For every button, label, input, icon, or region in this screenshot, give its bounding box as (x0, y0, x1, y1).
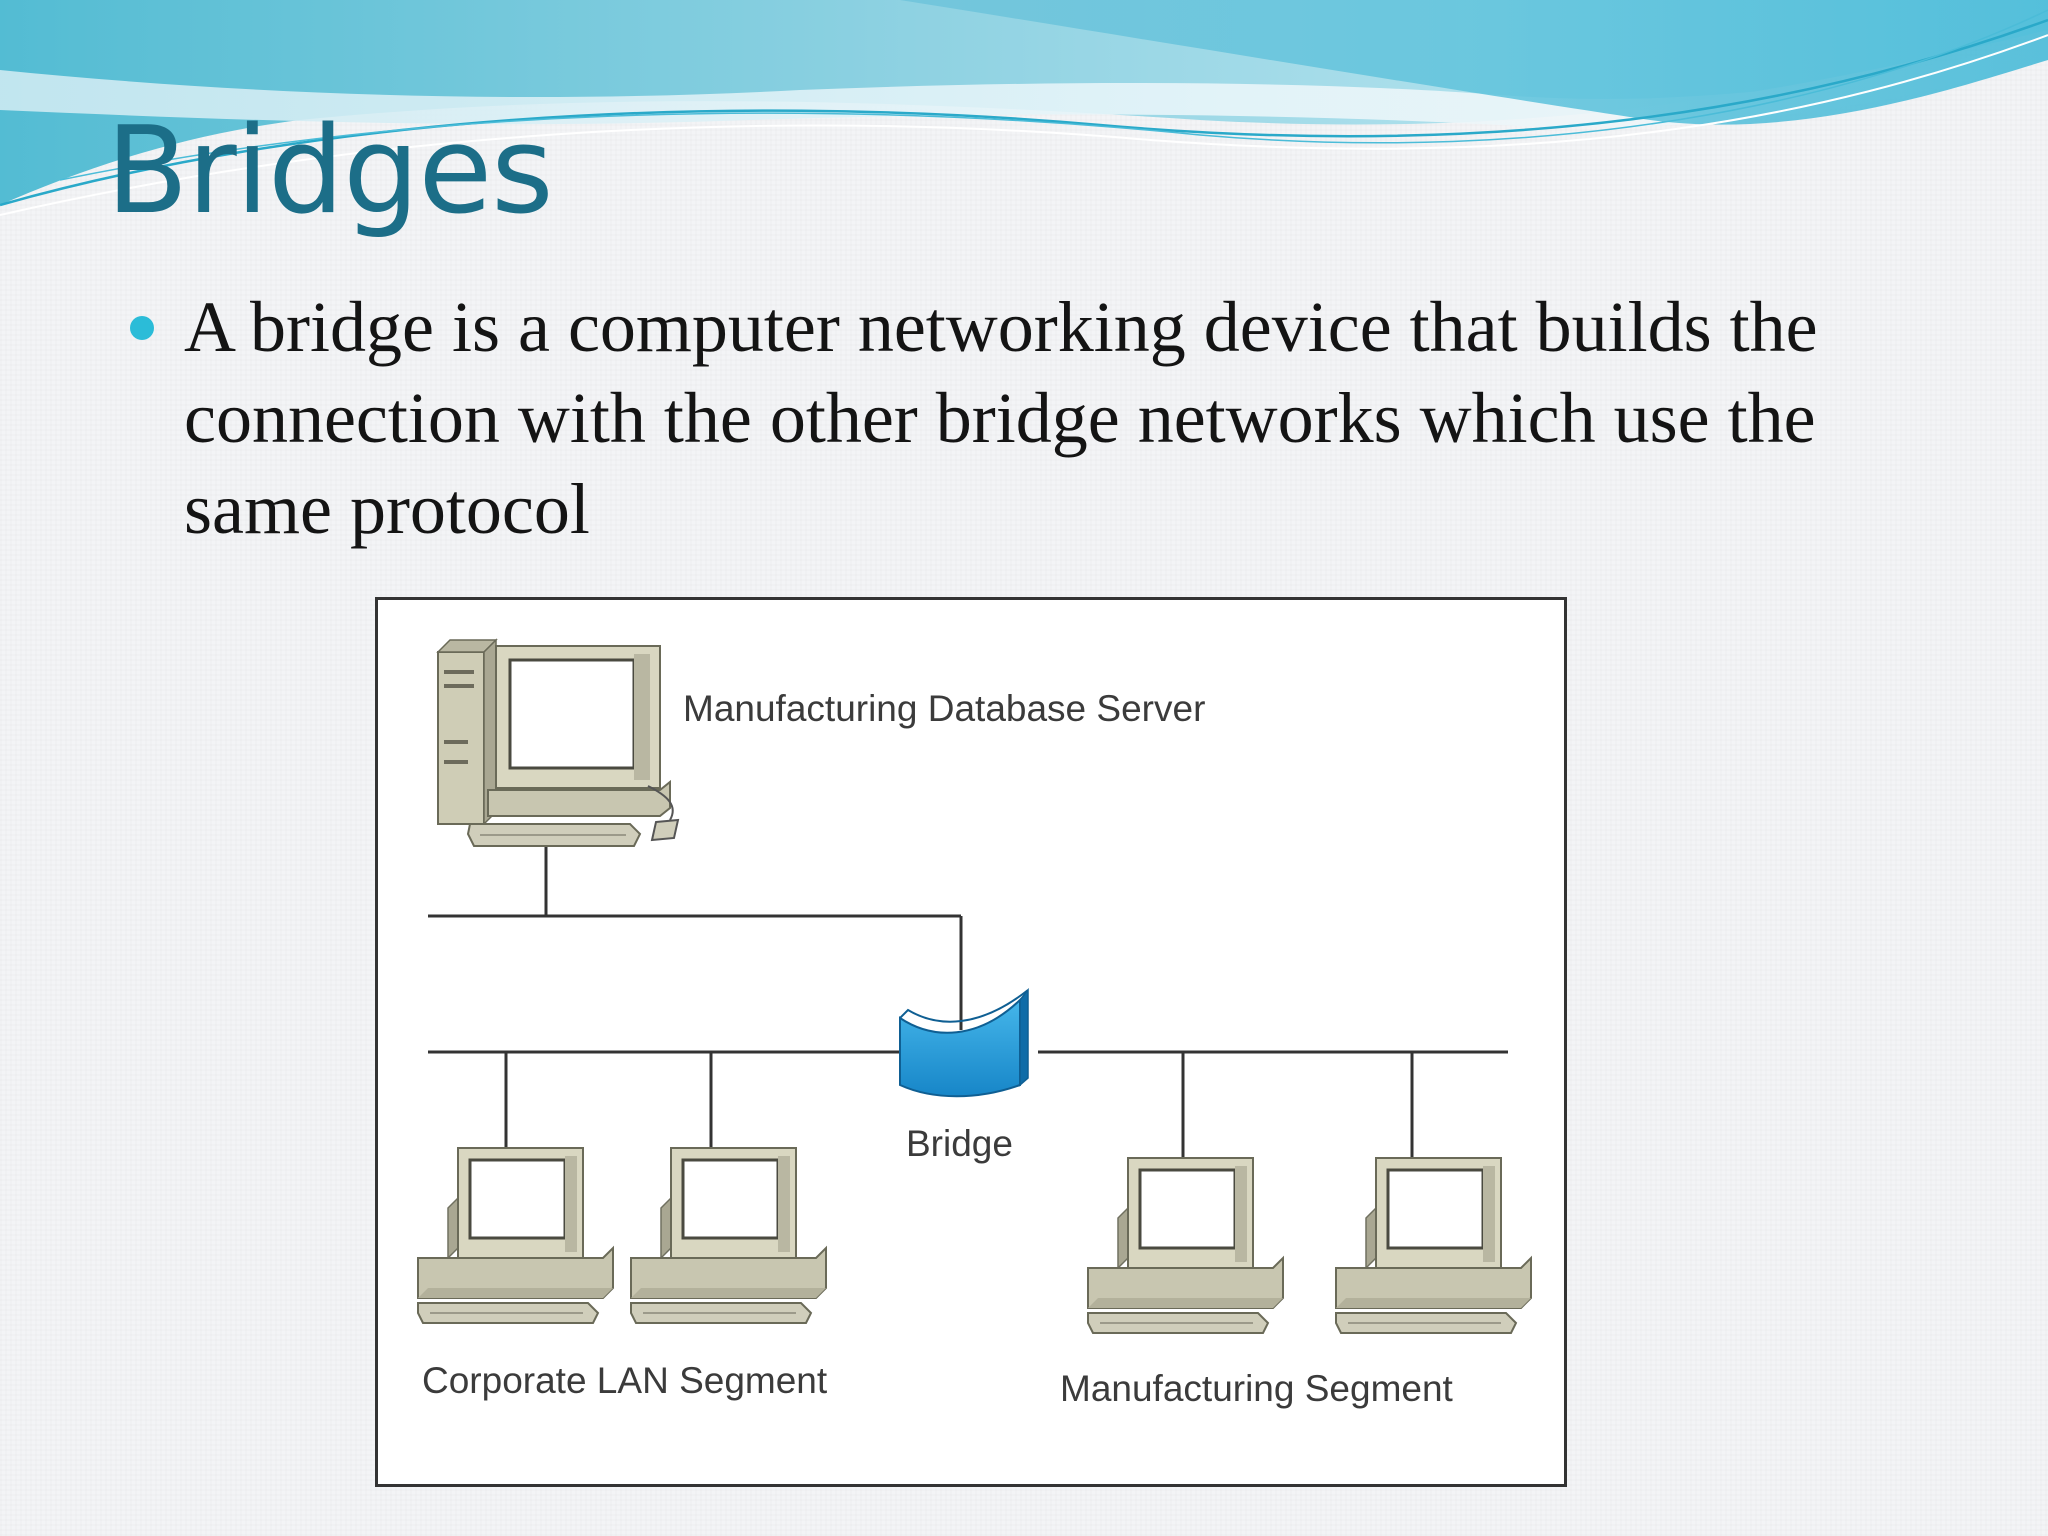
bridge-label: Bridge (906, 1123, 1013, 1164)
corporate-segment-label: Corporate LAN Segment (422, 1360, 828, 1401)
manufacturing-pc-1-icon (1086, 1156, 1285, 1335)
bridge-device-icon (899, 987, 1029, 1098)
bullet-text: A bridge is a computer networking device… (184, 287, 1818, 549)
bullet-dot-icon (130, 316, 154, 340)
network-lines (428, 842, 1508, 1158)
server-label: Manufacturing Database Server (683, 688, 1206, 729)
bullet-list: A bridge is a computer networking device… (128, 282, 1948, 555)
manufacturing-pc-2-icon (1334, 1156, 1533, 1335)
diagram-drawing (416, 638, 1533, 1335)
network-diagram: Manufacturing Database Server Bridge Cor… (375, 597, 1567, 1487)
corporate-pc-1-icon (416, 1146, 615, 1325)
wave-header-decoration (0, 0, 2048, 216)
slide-title: Bridges (106, 102, 554, 241)
manufacturing-segment-label: Manufacturing Segment (1060, 1368, 1453, 1409)
server-computer-icon (436, 638, 680, 847)
bullet-item: A bridge is a computer networking device… (128, 282, 1948, 555)
corporate-pc-2-icon (629, 1146, 828, 1325)
